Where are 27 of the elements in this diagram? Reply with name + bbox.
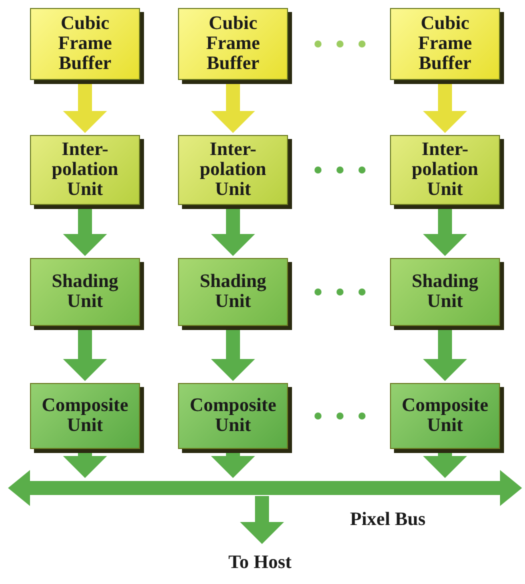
block-arrow <box>63 82 107 133</box>
unit-label: Shading Unit <box>50 272 120 312</box>
unit-label: Composite Unit <box>40 396 130 436</box>
block-arrow <box>423 207 467 256</box>
block-arrow <box>63 451 107 478</box>
block-arrow <box>211 207 255 256</box>
unit-label: Cubic Frame Buffer <box>57 14 113 74</box>
block-arrow <box>211 451 255 478</box>
block-arrow <box>423 82 467 133</box>
block-arrow <box>211 82 255 133</box>
block-arrow <box>423 451 467 478</box>
unit-label: Inter- polation Unit <box>410 140 480 200</box>
unit-label: Composite Unit <box>188 396 278 436</box>
block-arrow <box>63 207 107 256</box>
unit-label: Shading Unit <box>198 272 268 312</box>
block-arrow <box>211 328 255 381</box>
block-arrow <box>63 328 107 381</box>
block-arrow <box>240 496 284 544</box>
unit-label: Shading Unit <box>410 272 480 312</box>
block-arrow <box>423 328 467 381</box>
unit-label: Cubic Frame Buffer <box>417 14 473 74</box>
unit-label: Inter- polation Unit <box>198 140 268 200</box>
caption-text: To Host <box>228 553 292 573</box>
bus-label: Pixel Bus <box>350 510 426 530</box>
unit-label: Composite Unit <box>400 396 490 436</box>
unit-label: Inter- polation Unit <box>50 140 120 200</box>
unit-label: Cubic Frame Buffer <box>205 14 261 74</box>
